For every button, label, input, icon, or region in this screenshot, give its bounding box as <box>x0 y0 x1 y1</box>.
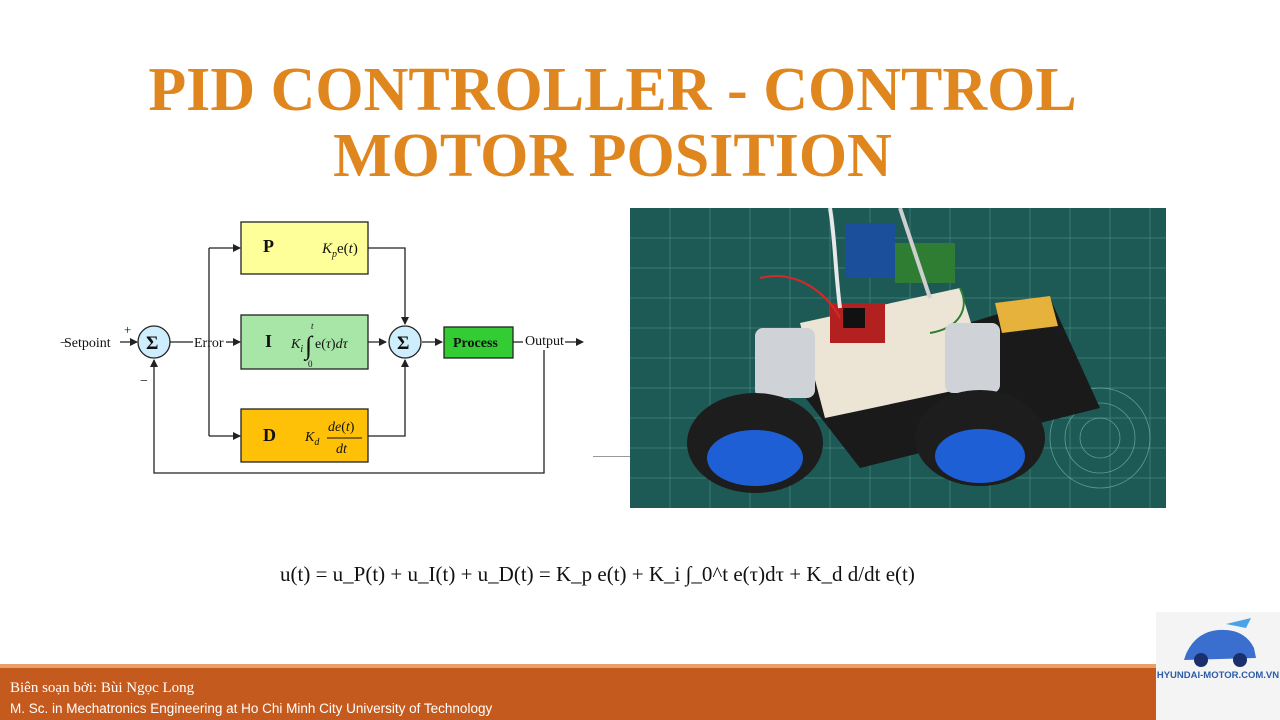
d-formula-num: de(t) <box>328 420 355 435</box>
sigma-2: Σ <box>397 333 409 354</box>
i-formula: Ki <box>290 337 303 355</box>
i-block <box>240 314 369 370</box>
pid-formula-text: u(t) = u_P(t) + u_I(t) + u_D(t) = K_p e(… <box>280 562 915 586</box>
setpoint-label: Setpoint <box>64 336 111 351</box>
separator-line <box>593 456 630 457</box>
integral-upper: t <box>311 321 314 331</box>
process-block <box>443 326 514 359</box>
p-out-line <box>368 247 409 325</box>
i-block-label: I <box>265 331 272 351</box>
p-formula: Kpe(t) <box>321 241 358 260</box>
setpoint-dash: − <box>60 336 68 351</box>
footer-bar: Biên soạn bởi: Bùi Ngọc Long M. Sc. in M… <box>0 668 1156 720</box>
sum-junction-1 <box>137 325 171 359</box>
footer-strip <box>0 664 1156 668</box>
footer-affiliation: M. Sc. in Mechatronics Engineering at Ho… <box>10 701 493 716</box>
d-formula-den: dt <box>336 442 348 457</box>
pid-block-diagram: Setpoint − + − Σ Σ Error Output Process … <box>60 221 584 474</box>
site-logo: HYUNDAI-MOTOR.COM.VN <box>1156 612 1280 720</box>
slide-title-line1: PID CONTROLLER - CONTROL <box>148 56 1077 124</box>
i-formula-body: e(τ)dτ <box>315 337 349 352</box>
robot-car-photo <box>630 208 1166 508</box>
feedback-line <box>150 350 545 474</box>
sum-junction-2 <box>388 325 422 359</box>
minus-sign: − <box>140 374 148 389</box>
pid-formula: u(t) = u_P(t) + u_I(t) + u_D(t) = K_p e(… <box>280 562 915 587</box>
footer-author: Biên soạn bởi: Bùi Ngọc Long <box>10 680 195 696</box>
integral-lower: 0 <box>308 359 313 369</box>
process-label: Process <box>453 336 498 351</box>
error-label: Error <box>194 336 224 351</box>
slide-title-line2: MOTOR POSITION <box>333 122 892 190</box>
sigma-1: Σ <box>146 333 158 354</box>
output-label: Output <box>525 334 564 349</box>
logo-text: HYUNDAI-MOTOR.COM.VN <box>1156 670 1280 681</box>
plus-sign: + <box>124 322 131 337</box>
p-block <box>240 221 369 275</box>
car-logo-icon <box>1184 618 1256 667</box>
p-block-label: P <box>263 236 274 256</box>
d-out-line <box>368 359 409 437</box>
integral-sign: ∫ <box>303 331 314 361</box>
d-block-label: D <box>263 425 276 445</box>
d-block <box>240 408 369 463</box>
